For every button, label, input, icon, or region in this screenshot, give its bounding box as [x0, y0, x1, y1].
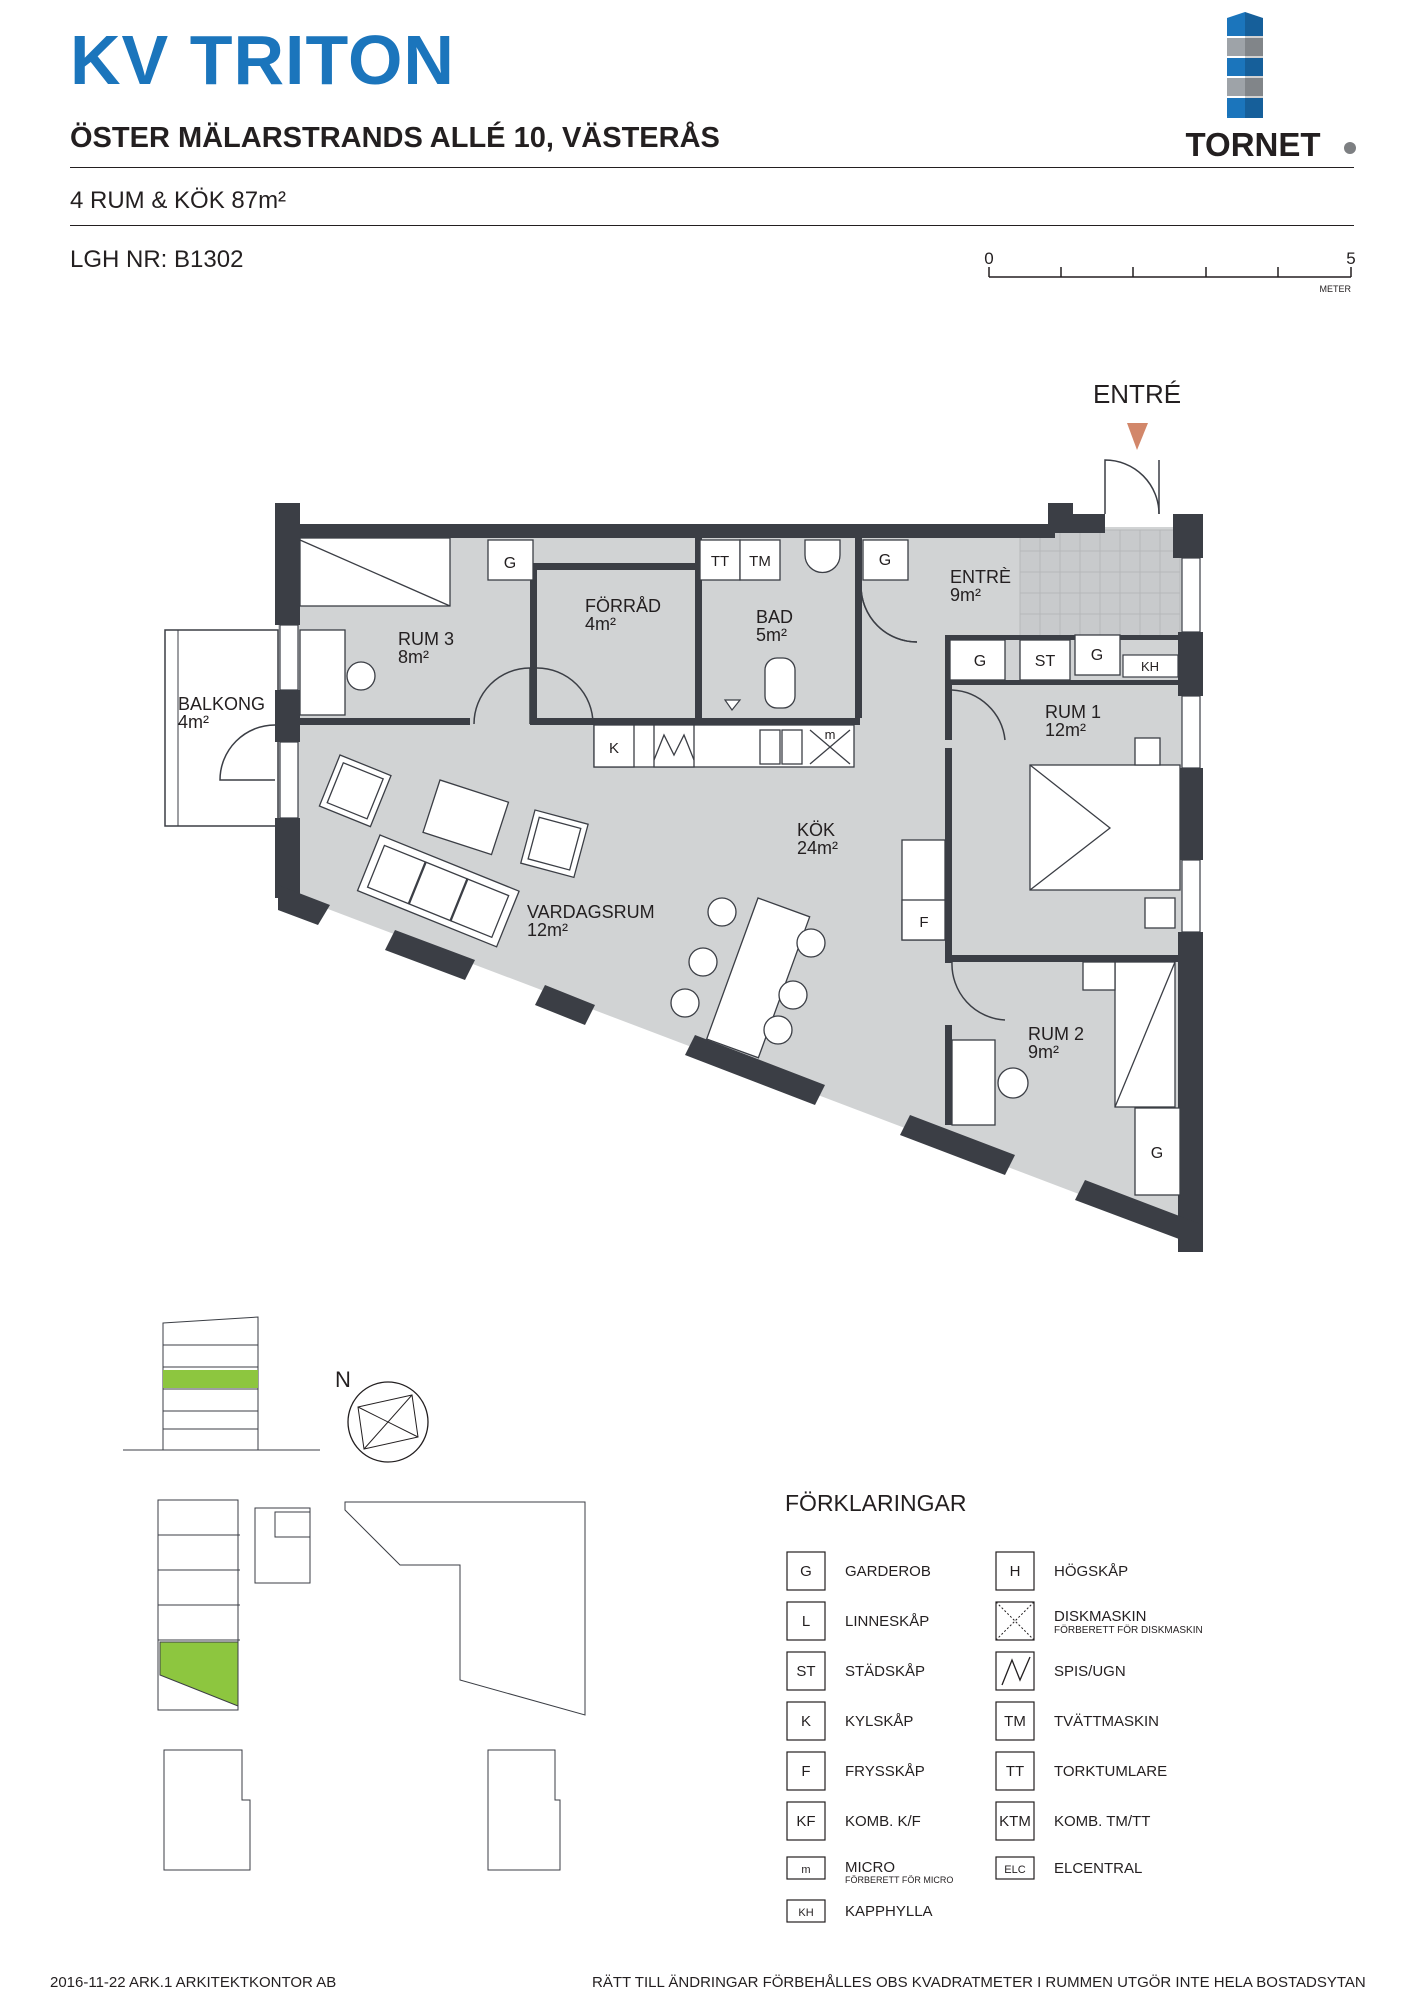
bed	[299, 537, 451, 716]
legend-label: ELCENTRAL	[1054, 1860, 1142, 1877]
legend-label: GARDEROB	[845, 1563, 931, 1580]
compass: N	[335, 1367, 429, 1463]
windows	[279, 557, 1201, 933]
room-area: 4m²	[178, 712, 209, 732]
legend-label: DISKMASKIN	[1054, 1608, 1147, 1625]
legend-label: LINNESKÅP	[845, 1613, 929, 1630]
wardrobe-label: G	[974, 653, 986, 670]
furniture	[318, 754, 826, 1059]
stove-icon	[653, 733, 695, 761]
scale-start: 0	[984, 249, 993, 268]
wardrobe-label: G	[1091, 647, 1103, 664]
legend-label: HÖGSKÅP	[1054, 1562, 1128, 1580]
room-area: 9m²	[950, 585, 981, 605]
floor-plan: G G G G G ST KH TT TM K m F	[164, 379, 1203, 1252]
doors	[219, 459, 1160, 1021]
room-name: FÖRRÅD	[585, 596, 661, 616]
entry-tiles	[1019, 529, 1181, 637]
room-name: BALKONG	[178, 694, 265, 714]
divider	[70, 167, 1354, 168]
legend-label: KOMB. TM/TT	[1054, 1813, 1150, 1830]
kitchen-counter	[593, 724, 855, 768]
legend-label: TORKTUMLARE	[1054, 1763, 1167, 1780]
micro-label: m	[825, 727, 836, 742]
legend-code: TT	[1006, 1763, 1024, 1780]
legend-code: m	[801, 1864, 810, 1876]
legend-label: MICRO	[845, 1859, 895, 1876]
legend-code: G	[800, 1563, 812, 1580]
legend-title: FÖRKLARINGAR	[785, 1490, 967, 1516]
room-area: 8m²	[398, 647, 429, 667]
room-area: 5m²	[756, 625, 787, 645]
legend-sublabel: FÖRBERETT FÖR MICRO	[845, 1875, 953, 1885]
wardrobe-label: G	[879, 552, 891, 569]
legend-label: KAPPHYLLA	[845, 1903, 933, 1920]
legend-code: K	[801, 1713, 811, 1730]
apartment-number: LGH NR: B1302	[70, 246, 244, 273]
fridge-label: K	[609, 740, 619, 757]
room-name: BAD	[756, 607, 793, 627]
divider	[70, 225, 1354, 226]
freezer-label: F	[919, 914, 928, 931]
legend-code: ELC	[1004, 1864, 1025, 1876]
room-name: RUM 3	[398, 629, 454, 649]
room-area: 9m²	[1028, 1042, 1059, 1062]
footer-date-architect: 2016-11-22 ARK.1 ARKITEKTKONTOR AB	[50, 1974, 337, 1991]
current-floor-highlight	[163, 1370, 258, 1388]
legend-label: SPIS/UGN	[1054, 1663, 1126, 1680]
drain-icon	[723, 699, 742, 712]
room-name: RUM 1	[1045, 702, 1101, 722]
legend-code: H	[1010, 1563, 1021, 1580]
entrance-label: ENTRÉ	[1093, 379, 1181, 409]
compass-north-label: N	[335, 1367, 351, 1392]
site-plan	[157, 1499, 586, 1871]
washer-label: TM	[749, 553, 771, 570]
logo-text: TORNET	[1185, 126, 1320, 158]
address: ÖSTER MÄLARSTRANDS ALLÉ 10, VÄSTERÅS	[70, 122, 720, 154]
building-elevation	[123, 1316, 320, 1451]
logo-tower-icon	[1227, 12, 1263, 118]
scale-end: 5	[1346, 249, 1355, 268]
room-name: RUM 2	[1028, 1024, 1084, 1044]
legend-code: KTM	[999, 1813, 1031, 1830]
page-title: KV TRITON	[70, 21, 455, 99]
legend-code: KF	[796, 1813, 815, 1830]
room-area: 24m²	[797, 838, 838, 858]
scale-unit: METER	[1320, 284, 1352, 294]
room-count: 4 RUM & KÖK 87m²	[70, 187, 287, 214]
compass-icon	[347, 1381, 429, 1463]
room-name: KÖK	[797, 820, 835, 840]
legend-sublabel: FÖRBERETT FÖR DISKMASKIN	[1054, 1624, 1203, 1636]
legend-code: ST	[796, 1663, 815, 1680]
legend-code: KH	[798, 1907, 813, 1919]
wardrobe-label: G	[504, 555, 516, 572]
cleaning-cabinet-label: ST	[1035, 653, 1056, 670]
scale-bar: 0 5 METER	[984, 249, 1355, 294]
room-name: VARDAGSRUM	[527, 902, 655, 922]
room-area: 4m²	[585, 614, 616, 634]
room-area: 12m²	[527, 920, 568, 940]
room-area: 12m²	[1045, 720, 1086, 740]
legend-code: L	[802, 1613, 810, 1630]
entry-arrow-icon	[1127, 423, 1148, 450]
footer-disclaimer: RÄTT TILL ÄNDRINGAR FÖRBEHÅLLES OBS KVAD…	[592, 1974, 1366, 1991]
legend-label: FRYSSKÅP	[845, 1763, 925, 1780]
legend: G GARDEROB L LINNESKÅP ST STÄDSKÅP K KYL…	[786, 1551, 1203, 1923]
room-name: ENTRÈ	[950, 567, 1011, 587]
dryer-label: TT	[711, 553, 729, 570]
logo: TORNET	[1185, 12, 1356, 158]
legend-label: STÄDSKÅP	[845, 1663, 925, 1680]
legend-label: KYLSKÅP	[845, 1713, 913, 1730]
legend-label: KOMB. K/F	[845, 1813, 921, 1830]
legend-code: F	[801, 1763, 810, 1780]
walls	[275, 503, 1203, 1252]
legend-code: TM	[1004, 1713, 1026, 1730]
wardrobe-label: G	[1151, 1145, 1163, 1162]
legend-label: TVÄTTMASKIN	[1054, 1713, 1159, 1730]
apartment-location-highlight	[159, 1641, 239, 1707]
coat-rack-label: KH	[1141, 659, 1159, 674]
